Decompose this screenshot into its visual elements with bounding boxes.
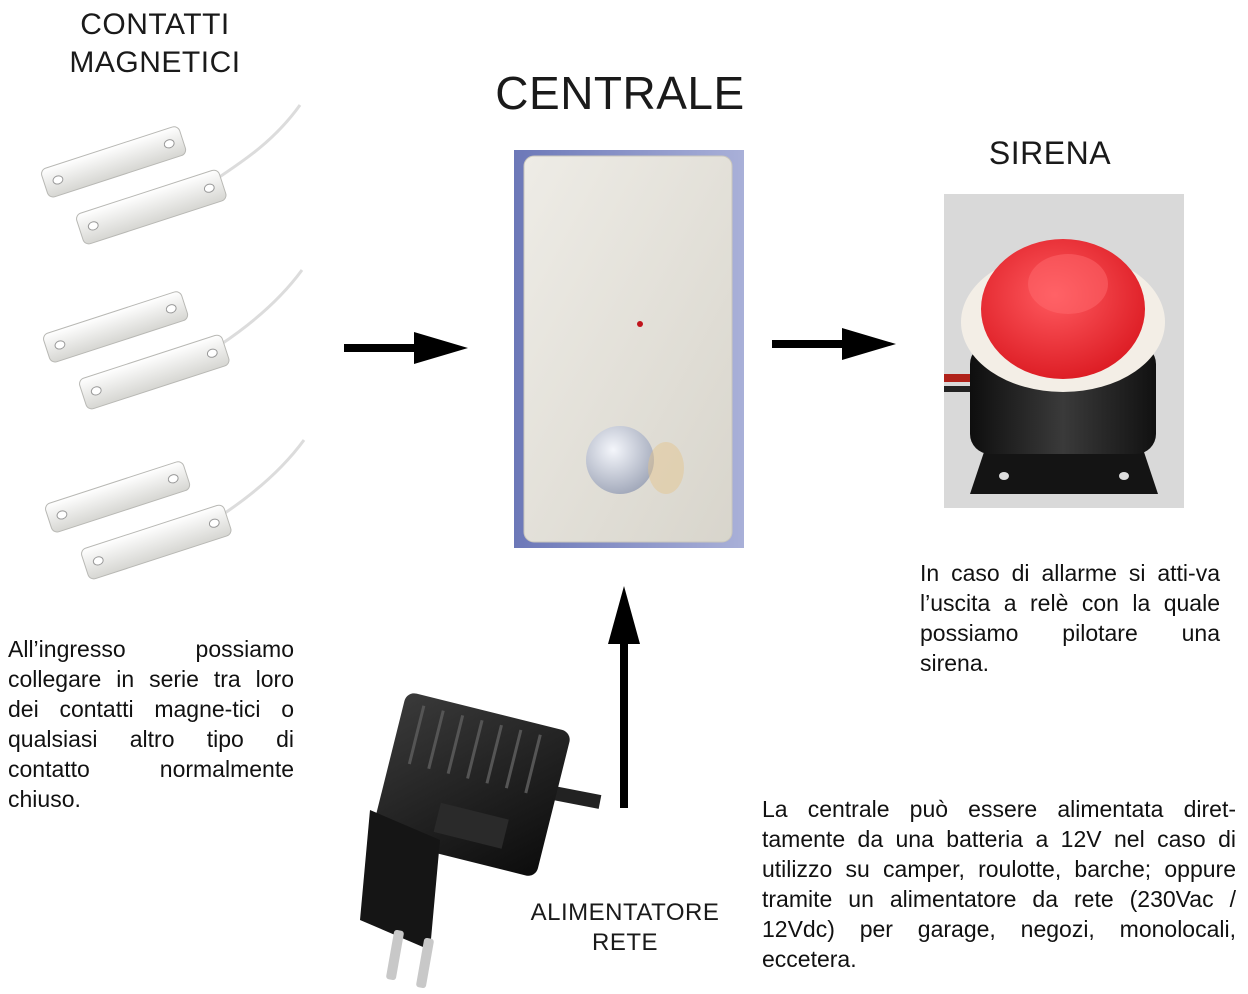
- contact-pair-1: [41, 104, 302, 245]
- sirena-description: In caso di allarme si atti-va l’uscita a…: [920, 560, 1220, 676]
- arrow-from-alimentatore: [608, 586, 640, 808]
- alimentatore-image: [360, 693, 602, 989]
- centrale-title: CENTRALE: [495, 67, 745, 119]
- led-icon: [637, 321, 643, 327]
- sirena-title: SIRENA: [988, 135, 1112, 171]
- contact-pair-2: [43, 269, 304, 410]
- centrale-image: [514, 150, 744, 548]
- alimentazione-description: La centrale può essere alimentata diret-…: [762, 796, 1236, 972]
- contatti-magnetici-title: CONTATTI MAGNETICI: [30, 6, 280, 82]
- magnetic-contacts-image: [41, 104, 306, 580]
- sirena-image: [944, 194, 1184, 508]
- contatti-title-line1: CONTATTI: [80, 8, 230, 41]
- contact-pair-3: [45, 439, 306, 580]
- alimentatore-title: ALIMENTATORE RETE: [510, 898, 740, 958]
- pir-sensor-icon: [586, 426, 654, 494]
- contatti-title-line2: MAGNETICI: [69, 46, 241, 79]
- alimentatore-title-line2: RETE: [591, 929, 658, 956]
- alimentatore-title-line1: ALIMENTATORE: [530, 899, 720, 926]
- arrow-to-sirena: [772, 328, 896, 360]
- contatti-description: All’ingresso possiamo collegare in serie…: [8, 636, 294, 812]
- arrow-to-centrale: [344, 332, 468, 364]
